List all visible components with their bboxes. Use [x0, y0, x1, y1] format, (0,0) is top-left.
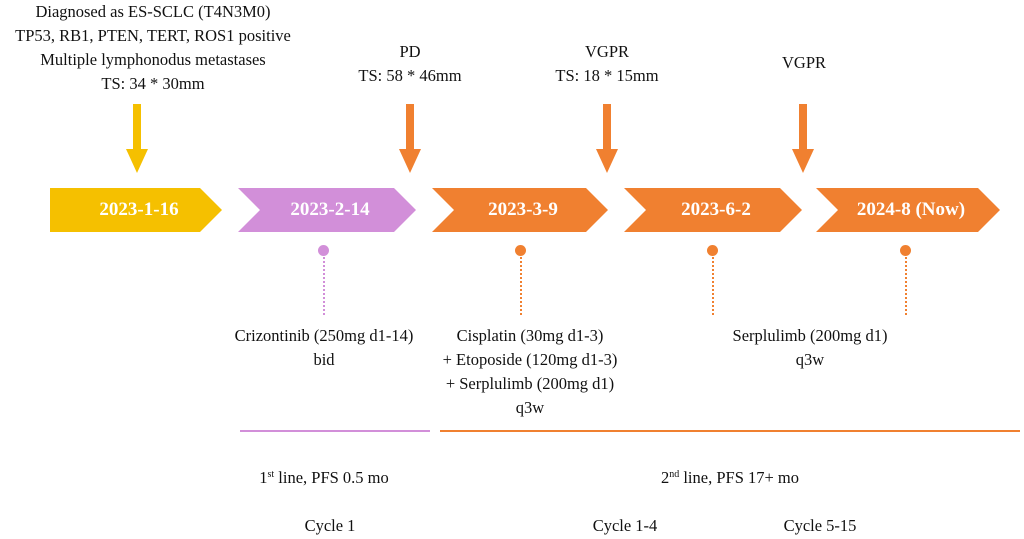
timeline-step-2023-1-16: 2023-1-16 [50, 188, 222, 232]
timeline-step-2023-6-2: 2023-6-2 [624, 188, 802, 232]
cycle-label: Cycle 1 [304, 516, 356, 535]
vgpr-annotation-1: VGPR TS: 18 * 15mm [537, 40, 677, 88]
treatment-line: Cisplatin (30mg d1-3) [456, 326, 604, 345]
diagnosis-line: TS: 34 * 30mm [101, 74, 205, 93]
diagnosis-line: Multiple lymphonodus metastases [40, 50, 266, 69]
dotted-connector [712, 257, 714, 315]
second-line-bracket [440, 430, 1020, 432]
timeline-date: 2023-3-9 [488, 199, 558, 220]
vgpr-annotation-2: VGPR [734, 51, 874, 75]
timeline-step-2024-8-now: 2024-8 (Now) [816, 188, 1000, 232]
treatment-crizotinib: Crizontinib (250mg d1-14) bid [214, 324, 434, 372]
dotted-connector [520, 257, 522, 315]
second-line-pfs: 2nd line, PFS 17+ mo [620, 466, 840, 490]
treatment-line: q3w [515, 398, 545, 417]
first-line-pfs: 1st line, PFS 0.5 mo [214, 466, 434, 490]
timeline-dot [707, 245, 718, 256]
timeline-date: 2023-1-16 [99, 199, 179, 220]
vgpr-line: VGPR [781, 53, 826, 72]
timeline-date: 2023-6-2 [681, 199, 751, 220]
treatment-line: q3w [795, 350, 825, 369]
treatment-line: + Etoposide (120mg d1-3) [442, 350, 618, 369]
treatment-line: + Serplulimb (200mg d1) [445, 374, 615, 393]
diagnosis-annotation: Diagnosed as ES-SCLC (T4N3M0) TP53, RB1,… [0, 0, 306, 96]
dotted-connector [905, 257, 907, 315]
pd-line: TS: 58 * 46mm [358, 66, 462, 85]
diagnosis-line: Diagnosed as ES-SCLC (T4N3M0) [35, 2, 271, 21]
treatment-line: Crizontinib (250mg d1-14) [234, 326, 414, 345]
line-number: 2 [660, 468, 670, 487]
treatment-serplulimab: Serplulimb (200mg d1) q3w [710, 324, 910, 372]
timeline-date: 2024-8 (Now) [856, 199, 966, 220]
treatment-line: bid [313, 350, 335, 369]
line-ordinal: st [267, 469, 275, 480]
cycle-label: Cycle 1-4 [592, 516, 658, 535]
line-pfs: line, PFS 0.5 mo [274, 468, 389, 487]
timeline-step-2023-3-9: 2023-3-9 [432, 188, 608, 232]
treatment-chemo-immuno: Cisplatin (30mg d1-3) + Etoposide (120mg… [430, 324, 630, 420]
treatment-line: Serplulimb (200mg d1) [732, 326, 888, 345]
diagnosis-line: TP53, RB1, PTEN, TERT, ROS1 positive [15, 26, 291, 45]
timeline-dot [515, 245, 526, 256]
line-number: 1 [259, 468, 268, 487]
line-ordinal: nd [669, 469, 680, 480]
dotted-connector [323, 257, 325, 315]
vgpr-line: VGPR [584, 42, 629, 61]
pd-line: PD [399, 42, 421, 61]
vgpr-line: TS: 18 * 15mm [555, 66, 659, 85]
pd-annotation: PD TS: 58 * 46mm [340, 40, 480, 88]
first-line-bracket [240, 430, 430, 432]
timeline-date: 2023-2-14 [290, 199, 370, 220]
timeline-step-2023-2-14: 2023-2-14 [238, 188, 416, 232]
timeline-dot [318, 245, 329, 256]
cycle-label: Cycle 5-15 [783, 516, 857, 535]
line-pfs: line, PFS 17+ mo [679, 468, 800, 487]
timeline-dot [900, 245, 911, 256]
